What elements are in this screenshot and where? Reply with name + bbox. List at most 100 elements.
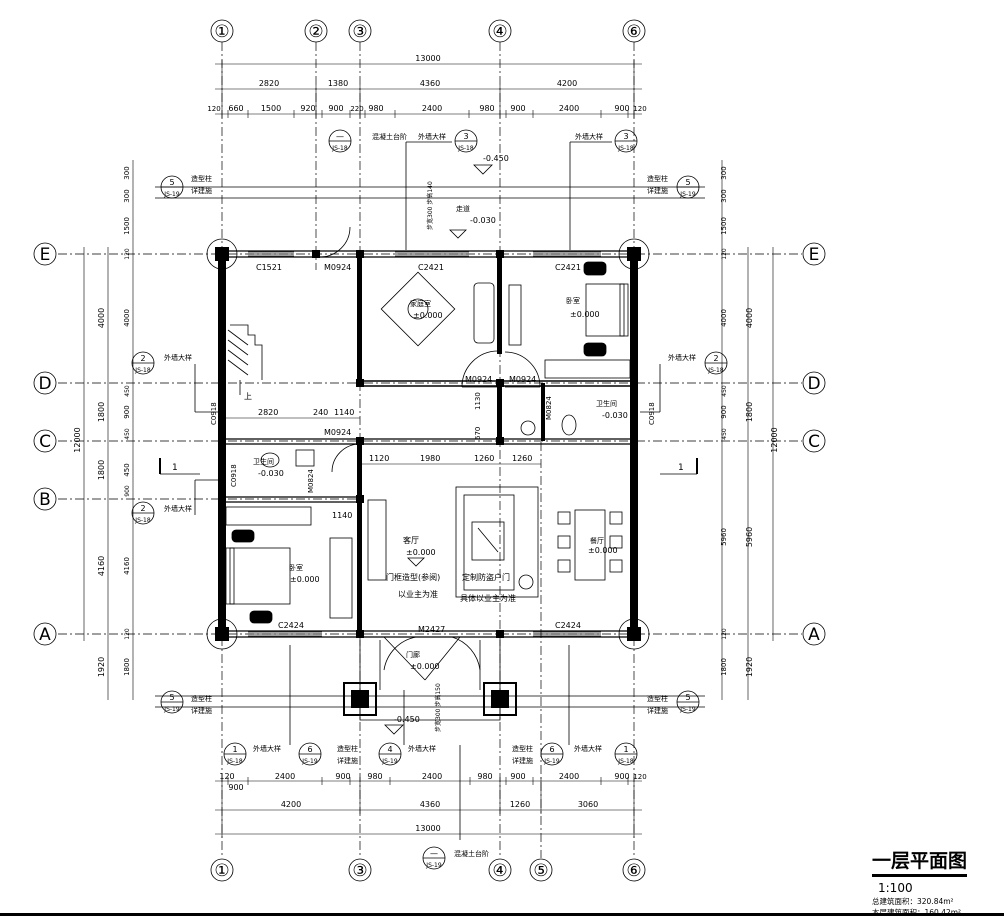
room-name: 客厅 [403, 535, 419, 545]
axis-bubbles-right: E D C A [802, 242, 826, 646]
furniture [225, 261, 631, 624]
axis-grid-lines [58, 42, 802, 858]
dim-bottom-detail: 900 [228, 783, 243, 792]
room-name: 卧室 [289, 563, 303, 572]
level-value: -0.450 [394, 715, 420, 724]
dim-top: 2820 [259, 79, 279, 88]
dim-bottom-detail: 900 [510, 772, 525, 781]
axis-label: ④ [492, 861, 507, 881]
dim-top-detail: 660 [228, 104, 243, 113]
room-level: -0.030 [258, 469, 284, 478]
room-name: 卫生间 [253, 457, 274, 466]
dim-bottom-detail: 900 [335, 772, 350, 781]
dim-right-detail: 450 [721, 385, 728, 397]
interior-dim: 1980 [420, 454, 440, 463]
axis-label: ⑥ [626, 22, 641, 42]
note-deco-column: 造型柱 [647, 174, 668, 183]
door-swings [319, 226, 541, 681]
axis-label: ① [214, 22, 229, 42]
floor-area: 本层建筑面积：160.42m² [872, 907, 1000, 918]
ref-sheet: JS-18 [331, 145, 348, 152]
note-wall-detail: 外墙大样 [164, 353, 192, 362]
interior-dim: 1130 [474, 392, 482, 410]
opening-codes: C1521 C2421 C2421 C2424 C2424 C0918 C091… [210, 263, 656, 634]
door-code: M0824 [307, 469, 315, 493]
axis-label: ⑥ [626, 861, 641, 881]
interior-dim: 1260 [474, 454, 494, 463]
axis-label: D [807, 374, 820, 394]
dim-bottom: 4360 [420, 800, 440, 809]
ref-sheet: JS-19 [301, 758, 318, 765]
dim-left: 4160 [97, 556, 106, 576]
room-labels: 家庭室 ±0.000 卧室 ±0.000 卫生间 -0.030 卫生间 -0.0… [253, 204, 628, 671]
dim-left-detail: 1500 [123, 217, 131, 235]
window-code: C2424 [278, 621, 304, 630]
detail-reference-bubbles: — JS-18 3 JS-18 3 JS-18 5 JS-19 5 JS-19 … [131, 129, 728, 870]
note-wall-detail: 外墙大样 [408, 744, 436, 753]
ref-number: — [430, 849, 438, 858]
section-marks: 1 1 [159, 458, 698, 475]
note-step-size: 步宽300 步高140 [426, 181, 434, 230]
dim-right: 5960 [745, 527, 754, 547]
axis-label: A [39, 625, 51, 645]
interior-dim: 2820 [258, 408, 278, 417]
note-door-shape: 门框造型(参阅) [386, 572, 440, 582]
dim-left-detail: 120 [124, 628, 131, 640]
note-deco-column: 造型柱 [191, 174, 212, 183]
dim-right-detail: 1500 [720, 217, 728, 235]
left-dimensions: 12000 4000 1800 1800 4160 1920 300 300 1… [73, 160, 134, 700]
axis-label: ④ [492, 22, 507, 42]
ref-sheet: JS-19 [163, 191, 180, 198]
door-code: M0824 [545, 396, 553, 420]
room-level: ±0.000 [413, 311, 443, 320]
dim-bottom: 4200 [281, 800, 301, 809]
porch-outline [359, 640, 501, 721]
dim-top-detail: 900 [614, 104, 629, 113]
window-code: C0918 [648, 402, 656, 425]
dim-top-detail: 1500 [261, 104, 281, 113]
interior-dimensions: 2820 240 1140 1120 1980 1260 1260 1140 6… [222, 392, 541, 520]
ref-number: 2 [713, 354, 718, 363]
dim-top-detail: 920 [300, 104, 315, 113]
dim-top-detail: 2400 [422, 104, 442, 113]
dim-left-detail: 300 [123, 189, 131, 202]
ref-number: 1 [623, 745, 628, 754]
ref-number: 2 [140, 504, 145, 513]
drawing-scale: 1:100 [878, 881, 913, 895]
ref-sheet: JS-19 [163, 706, 180, 713]
top-dimensions: 13000 2820 1380 4360 4200 120 660 1500 9… [207, 54, 647, 118]
dim-right-detail: 5960 [720, 528, 728, 546]
level-value: -0.450 [483, 154, 509, 163]
room-name: 卫生间 [596, 399, 617, 408]
note-steps: 混凝土台阶 [372, 132, 407, 141]
dim-left-detail: 900 [123, 405, 131, 418]
dim-bottom-detail: 120 [633, 773, 646, 781]
axis-bubbles-bottom: ① ③ ④ ⑤ ⑥ [210, 858, 646, 882]
room-name: 走道 [456, 204, 470, 213]
room-name: 卧室 [566, 296, 580, 305]
dim-bottom-detail: 900 [614, 772, 629, 781]
right-dimensions: 12000 4000 1800 5960 1920 300 300 1500 1… [720, 160, 779, 700]
door-code: M0924 [509, 375, 536, 384]
ref-number: 4 [387, 745, 392, 754]
interior-dim: 1140 [334, 408, 354, 417]
note-wall-detail: 外墙大样 [574, 744, 602, 753]
window-code: C0918 [230, 464, 238, 487]
dim-left-detail: 450 [123, 463, 131, 476]
ref-sheet: JS-18 [617, 145, 634, 152]
notes: 混凝土台阶 混凝土台阶 外墙大样 外墙大样 外墙大样 外墙大样 外墙大样 外墙大… [155, 132, 705, 858]
dim-bottom-detail: 980 [477, 772, 492, 781]
ref-sheet: JS-18 [226, 758, 243, 765]
interior-dim: 1260 [512, 454, 532, 463]
dim-top-detail: 980 [368, 104, 383, 113]
windows [248, 251, 601, 637]
ref-number: 1 [232, 745, 237, 754]
ref-sheet: JS-19 [425, 862, 442, 869]
dim-bottom-detail: 2400 [275, 772, 295, 781]
ref-sheet: JS-19 [679, 706, 696, 713]
dim-left: 1800 [97, 402, 106, 422]
dim-top: 1380 [328, 79, 348, 88]
dim-left-detail: 450 [124, 428, 131, 440]
ref-number: — [336, 132, 344, 141]
